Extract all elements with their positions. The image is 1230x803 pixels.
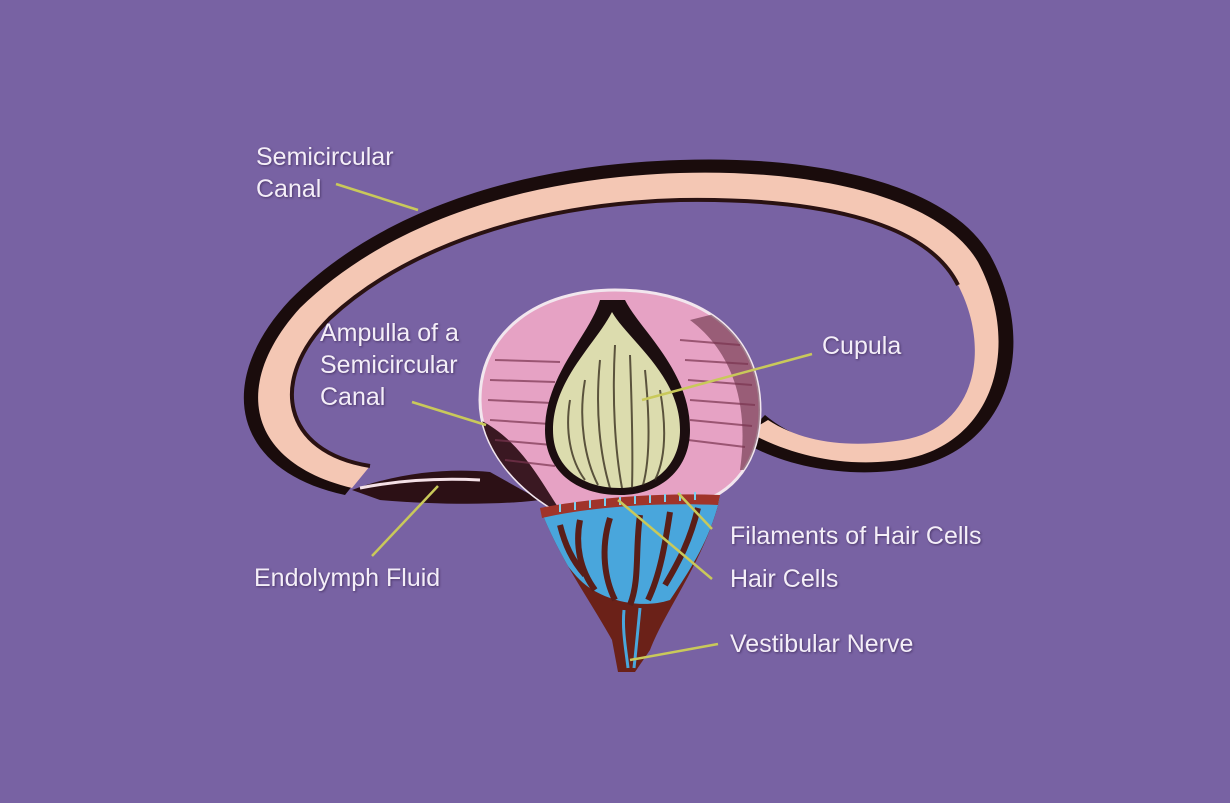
leader-endolymph xyxy=(371,485,439,557)
leader-vestibular-nerve xyxy=(629,642,719,662)
endolymph-fluid-shape xyxy=(352,470,540,504)
leader-filaments xyxy=(677,492,713,530)
leader-cupula xyxy=(641,352,813,402)
label-ampulla: Ampulla of a Semicircular Canal xyxy=(320,319,459,411)
label-hair-cells: Hair Cells xyxy=(730,565,839,593)
leader-semicircular-canal xyxy=(335,182,419,212)
semicircular-canal-shape xyxy=(243,159,1014,495)
label-cupula: Cupula xyxy=(822,332,902,360)
label-vestibular-nerve: Vestibular Nerve xyxy=(730,630,914,658)
crista-band xyxy=(540,494,720,518)
label-endolymph-fluid: Endolymph Fluid xyxy=(254,564,441,592)
hair-cells-shape xyxy=(540,492,720,672)
leader-lines xyxy=(335,182,813,662)
leader-ampulla xyxy=(411,400,487,427)
label-filaments-of-hair-cells: Filaments of Hair Cells xyxy=(730,522,982,550)
endolymph-highlight xyxy=(359,477,481,490)
canal-inner-edge xyxy=(290,197,960,468)
hair-cell-filaments xyxy=(559,492,696,512)
cupula-shape xyxy=(545,300,690,495)
label-semicircular-canal: Semicircular Canal xyxy=(256,143,394,203)
leader-hair-cells xyxy=(617,499,713,580)
